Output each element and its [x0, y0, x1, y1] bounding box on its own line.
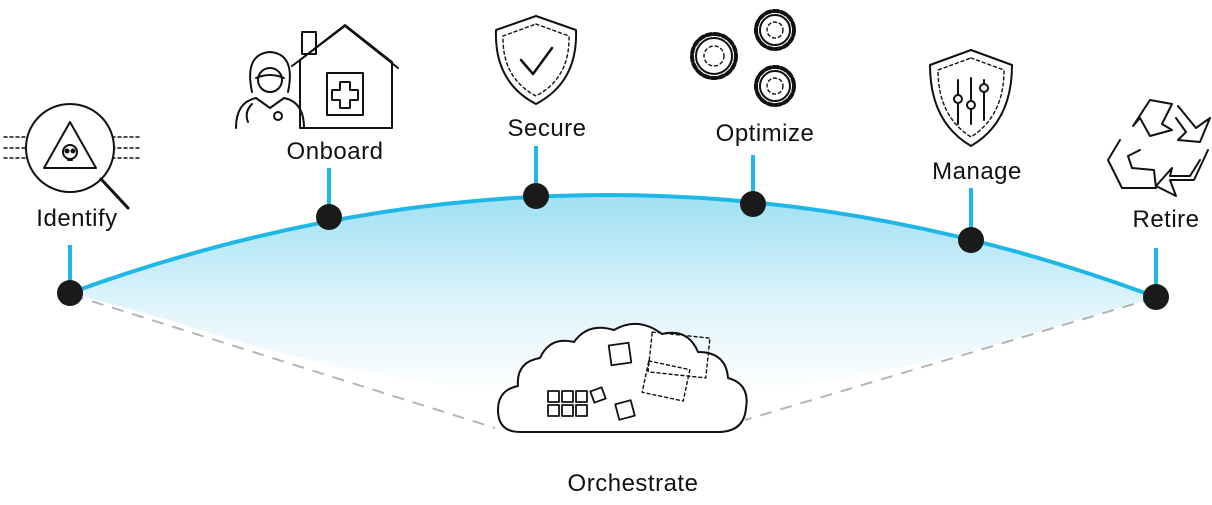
node-identify: [57, 280, 83, 306]
node-onboard: [316, 204, 342, 230]
node-secure: [523, 183, 549, 209]
stage-label-identify: Identify: [36, 205, 118, 232]
gears-icon: [690, 9, 796, 107]
warning-skull-magnifier-icon: [3, 103, 141, 210]
node-manage: [958, 227, 984, 253]
node-optimize: [740, 191, 766, 217]
shield-check-icon: [494, 15, 578, 105]
stage-label-optimize: Optimize: [715, 120, 815, 147]
lifecycle-arc: [69, 193, 1157, 299]
dashed-line-right: [744, 297, 1155, 421]
shield-sliders-icon: [929, 49, 1013, 147]
nurse-hospital-icon: [235, 24, 399, 129]
cloud-blocks-icon: [497, 323, 748, 433]
arc-area-fill: [70, 194, 1156, 397]
stage-label-onboard: Onboard: [286, 138, 384, 165]
recycle-icon: [1107, 99, 1211, 197]
center-label-orchestrate: Orchestrate: [567, 470, 699, 497]
node-retire: [1143, 284, 1169, 310]
stage-label-secure: Secure: [507, 115, 587, 142]
stage-label-manage: Manage: [932, 158, 1022, 185]
dashed-line-left: [71, 294, 496, 429]
stage-label-retire: Retire: [1132, 206, 1200, 233]
